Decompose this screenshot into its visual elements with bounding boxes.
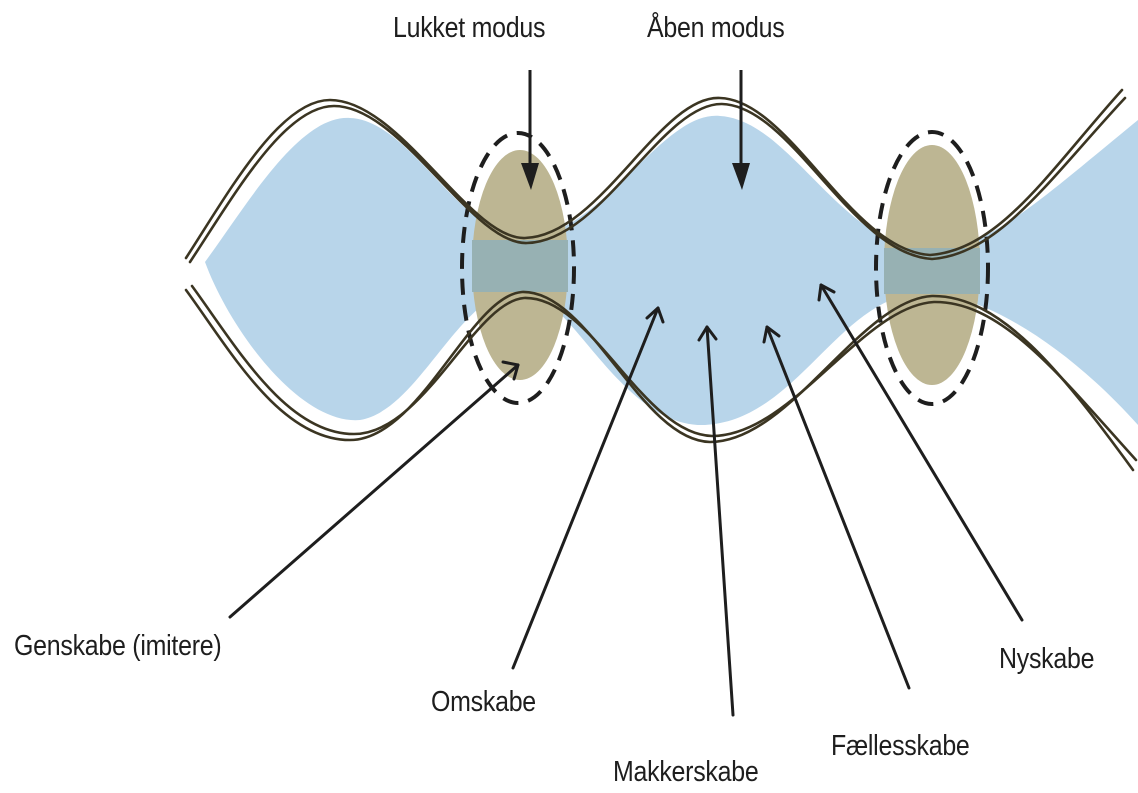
label-recreate: Genskabe (imitere) xyxy=(14,632,221,661)
label-new-create: Nyskabe xyxy=(999,645,1094,674)
overlap-zone-left xyxy=(472,240,568,292)
label-closed-mode: Lukket modus xyxy=(393,14,545,43)
label-open-mode: Åben modus xyxy=(647,14,784,43)
label-partner-create: Makkerskabe xyxy=(613,758,758,787)
label-reshape: Omskabe xyxy=(431,688,536,717)
label-co-create: Fællesskabe xyxy=(831,732,970,761)
open-mode-wave-fill xyxy=(205,116,1138,425)
